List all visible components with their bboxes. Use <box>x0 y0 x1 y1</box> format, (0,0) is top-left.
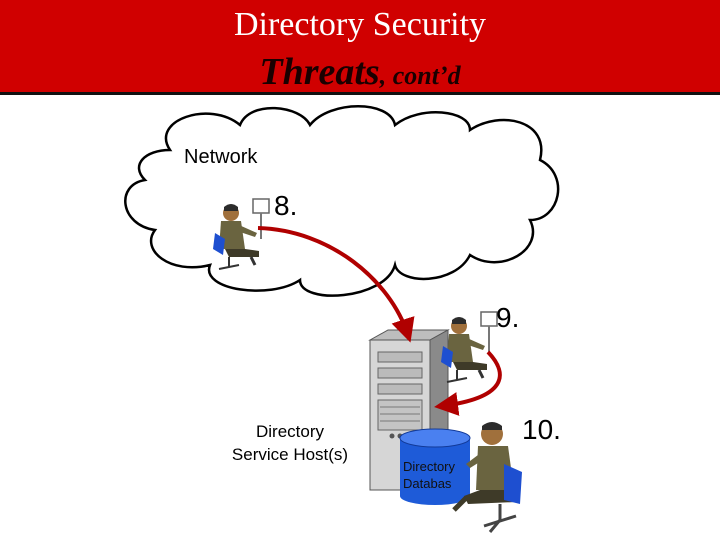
step-label-10: 10. <box>522 414 561 445</box>
attacker-figure-icon <box>213 198 270 270</box>
host-label: Directory Service Host(s) <box>210 420 370 466</box>
slide-subtitle: Threats, cont’d <box>0 50 720 94</box>
threat-arrow-9 <box>434 350 502 416</box>
database-label: Directory Databas <box>403 458 469 492</box>
database-icon <box>399 428 471 505</box>
network-label: Network <box>184 146 258 168</box>
subtitle-main: Threats <box>259 51 380 93</box>
host-label-line1: Directory <box>255 422 324 441</box>
host-label-line2: Service Host(s) <box>231 445 349 464</box>
step-label-8: 8. <box>274 190 298 221</box>
step-label-9: 9. <box>496 302 520 333</box>
attacker-figure-icon <box>441 311 498 383</box>
database-label-line1: Directory <box>403 459 456 474</box>
threat-arrow-8 <box>257 226 415 343</box>
database-label-line2: Databas <box>403 476 452 491</box>
subtitle-suffix: , cont’d <box>379 61 461 90</box>
slide-title: Directory Security <box>233 6 487 43</box>
user-figure-icon <box>452 422 522 533</box>
title-bar: Directory Security Threats, cont’d <box>0 0 720 95</box>
cloud-icon <box>124 105 560 297</box>
